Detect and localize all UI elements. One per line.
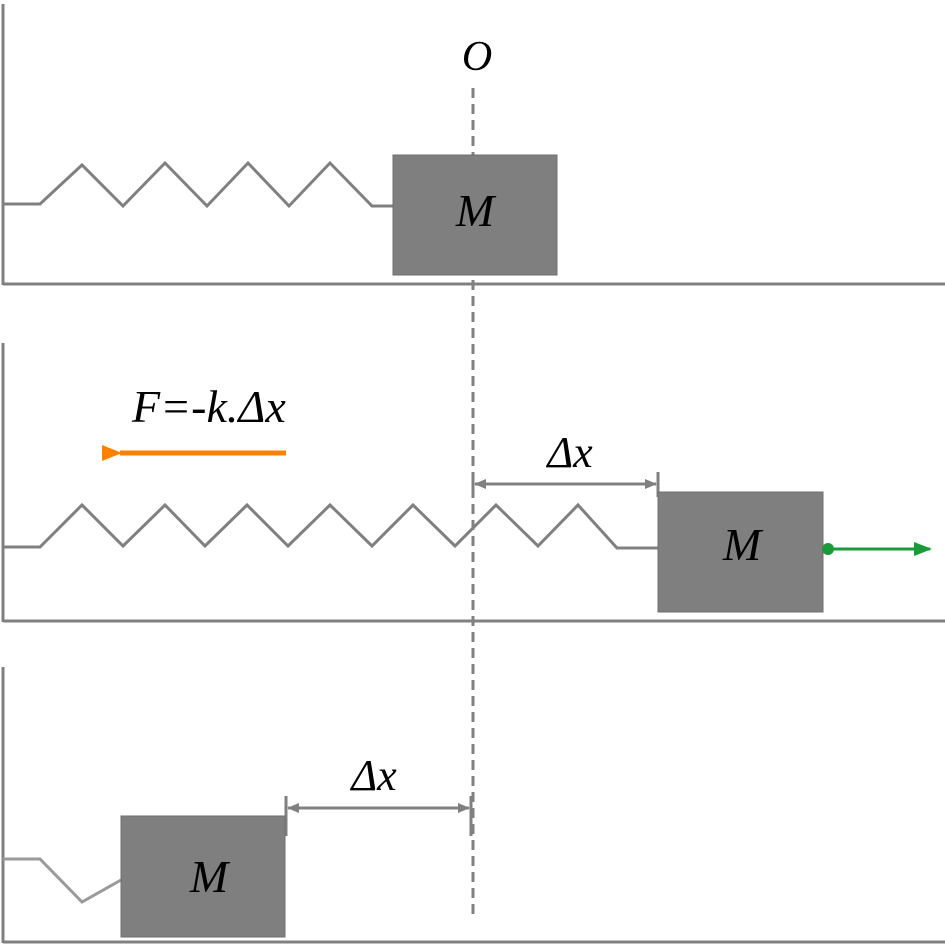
mass-label-2: M [722,519,764,570]
mass-block-3 [120,815,286,938]
mass-label-3: M [189,851,231,902]
spring-3 [3,857,122,904]
displacement-label-2: Δx [545,428,593,477]
panel-compressed: Δx M [1,667,945,944]
origin-label: O [462,34,492,80]
panel-stretched: F=-k.Δx Δx M [1,343,945,623]
mass-block-2 [657,491,824,613]
mass-block-1 [392,154,558,276]
force-label: F=-k.Δx [131,381,286,432]
spring-1 [3,160,393,209]
mass-label-1: M [455,185,497,236]
panel-equilibrium: M [1,4,945,286]
spring-2 [3,502,658,550]
displacement-label-3: Δx [349,751,397,800]
